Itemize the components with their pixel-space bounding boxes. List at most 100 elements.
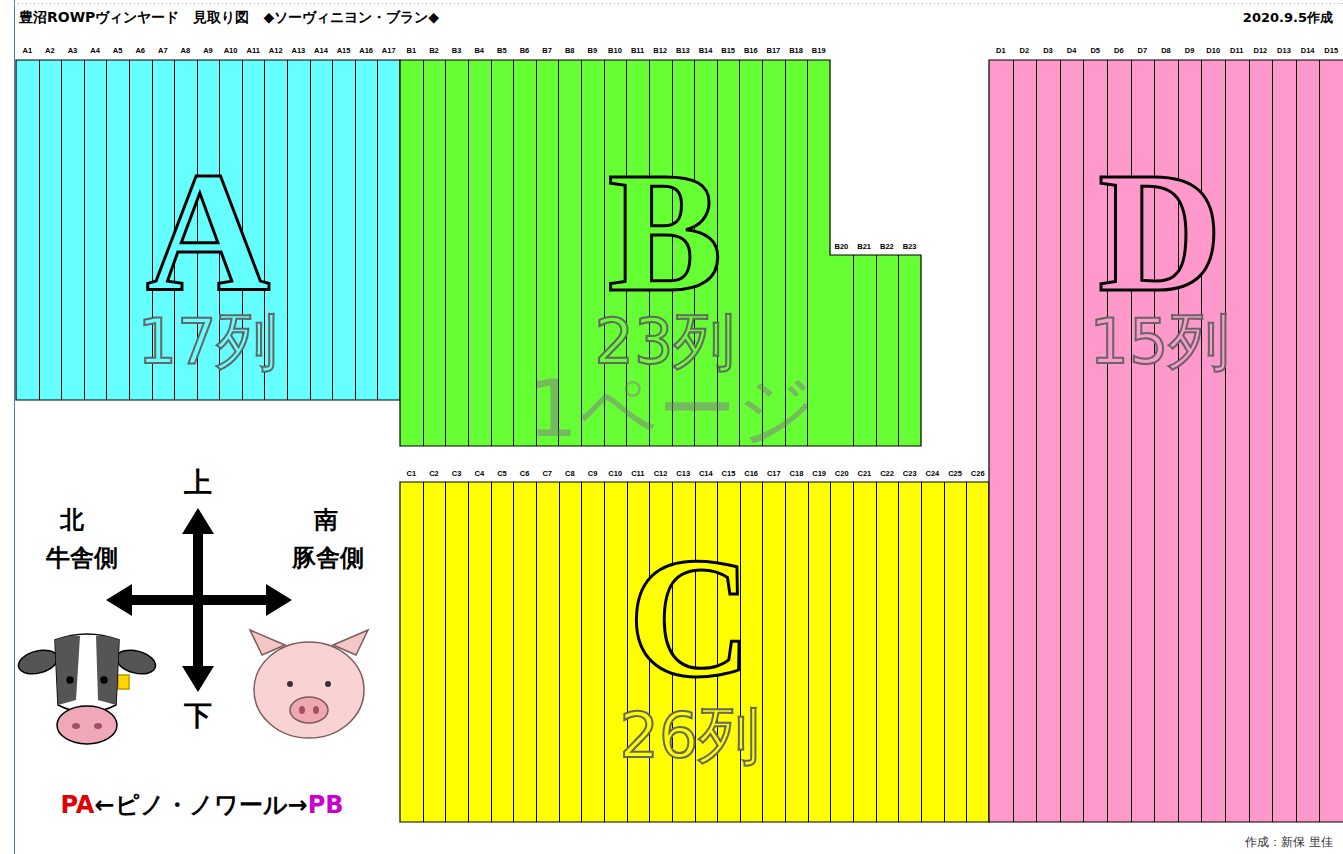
row-label: C2 <box>429 470 439 478</box>
pig-illustration <box>250 630 368 738</box>
row-count: 23列 <box>595 311 736 373</box>
row-label: A4 <box>90 47 100 55</box>
block-letter: D <box>1098 146 1222 318</box>
row-label: A7 <box>158 47 168 55</box>
row-line <box>468 60 469 446</box>
row-label: C1 <box>407 470 417 478</box>
row-line <box>739 60 740 446</box>
row-line <box>513 482 514 822</box>
direction-label: 牛舎側 <box>46 545 118 571</box>
pinot-noir-note: PA←ピノ・ノワール→PB <box>60 792 343 818</box>
vineyard-block: B23列 <box>400 60 921 446</box>
row-label: A1 <box>22 47 32 55</box>
row-label: B22 <box>880 243 894 251</box>
row-label: B10 <box>608 47 622 55</box>
row-line <box>106 60 107 400</box>
row-line <box>921 482 922 822</box>
row-label: B16 <box>744 47 758 55</box>
row-label: B4 <box>474 47 484 55</box>
row-label: B11 <box>631 47 644 55</box>
row-line <box>853 482 854 822</box>
row-label: D15 <box>1324 47 1338 55</box>
row-label: D1 <box>996 47 1006 55</box>
row-label: C26 <box>971 470 985 478</box>
row-label: B7 <box>542 47 552 55</box>
row-line <box>1013 60 1014 822</box>
row-line <box>627 482 628 822</box>
row-line <box>944 482 945 822</box>
date-note: 2020.9.5作成 <box>1243 11 1333 25</box>
row-count: 15列 <box>1090 311 1231 373</box>
row-line <box>129 60 130 400</box>
row-label: C22 <box>880 470 894 478</box>
row-label: D8 <box>1161 47 1171 55</box>
row-line <box>558 60 559 446</box>
row-label: A14 <box>314 47 328 55</box>
row-label: C3 <box>452 470 462 478</box>
row-label: B5 <box>497 47 507 55</box>
row-label: A12 <box>269 47 283 55</box>
row-label: B9 <box>588 47 598 55</box>
cow-illustration <box>16 634 158 744</box>
direction-label: 下 <box>184 701 212 732</box>
block-fill <box>400 482 989 822</box>
row-label: C24 <box>925 470 939 478</box>
row-label: B6 <box>520 47 530 55</box>
direction-label: 南 <box>314 507 338 533</box>
row-label: C17 <box>767 470 781 478</box>
row-label: C19 <box>812 470 826 478</box>
row-line <box>762 482 763 822</box>
row-line <box>1036 60 1037 822</box>
block-fill <box>400 60 921 446</box>
page-edge <box>14 0 15 854</box>
direction-label: 上 <box>184 468 212 499</box>
row-line <box>559 482 560 822</box>
row-label: B23 <box>903 243 917 251</box>
map-title: 豊沼ROWPヴィンヤード 見取り図 ◆ソーヴィニヨン・ブラン◆ <box>19 9 439 27</box>
row-line <box>423 60 424 446</box>
row-line <box>785 482 786 822</box>
row-line <box>39 60 40 400</box>
row-label: C8 <box>565 470 575 478</box>
row-label: A11 <box>246 47 259 55</box>
block-letter: B <box>608 146 723 318</box>
row-line <box>581 60 582 446</box>
row-label: B8 <box>565 47 575 55</box>
row-label: D9 <box>1185 47 1195 55</box>
variety-label: ←ピノ・ノワール→ <box>94 791 307 819</box>
row-label: C9 <box>588 470 598 478</box>
row-label: B12 <box>653 47 667 55</box>
row-label: D2 <box>1020 47 1030 55</box>
row-label: B18 <box>789 47 803 55</box>
row-label: B20 <box>834 243 848 251</box>
row-line <box>1225 60 1226 822</box>
row-label: C20 <box>835 470 849 478</box>
row-line <box>377 60 378 400</box>
row-line <box>445 60 446 446</box>
row-line <box>536 482 537 822</box>
row-line <box>61 60 62 400</box>
row-label: C16 <box>744 470 758 478</box>
row-label: A5 <box>113 47 123 55</box>
row-label: D3 <box>1043 47 1053 55</box>
row-line <box>898 482 899 822</box>
row-label: C11 <box>631 470 644 478</box>
row-label: A13 <box>291 47 305 55</box>
direction-label: 北 <box>60 507 84 533</box>
row-line <box>604 60 605 446</box>
page-edge <box>14 3 1343 4</box>
row-label: C10 <box>608 470 622 478</box>
row-label: D4 <box>1067 47 1077 55</box>
row-line <box>513 60 514 446</box>
block-fill <box>989 60 1343 822</box>
row-count: 26列 <box>620 705 761 767</box>
row-label: C6 <box>520 470 530 478</box>
row-line <box>491 60 492 446</box>
row-label: D7 <box>1138 47 1148 55</box>
direction-label: 豚舎側 <box>292 545 364 571</box>
row-label: C12 <box>654 470 668 478</box>
row-line <box>1272 60 1273 822</box>
row-line <box>468 482 469 822</box>
row-label: B13 <box>676 47 690 55</box>
row-line <box>491 482 492 822</box>
